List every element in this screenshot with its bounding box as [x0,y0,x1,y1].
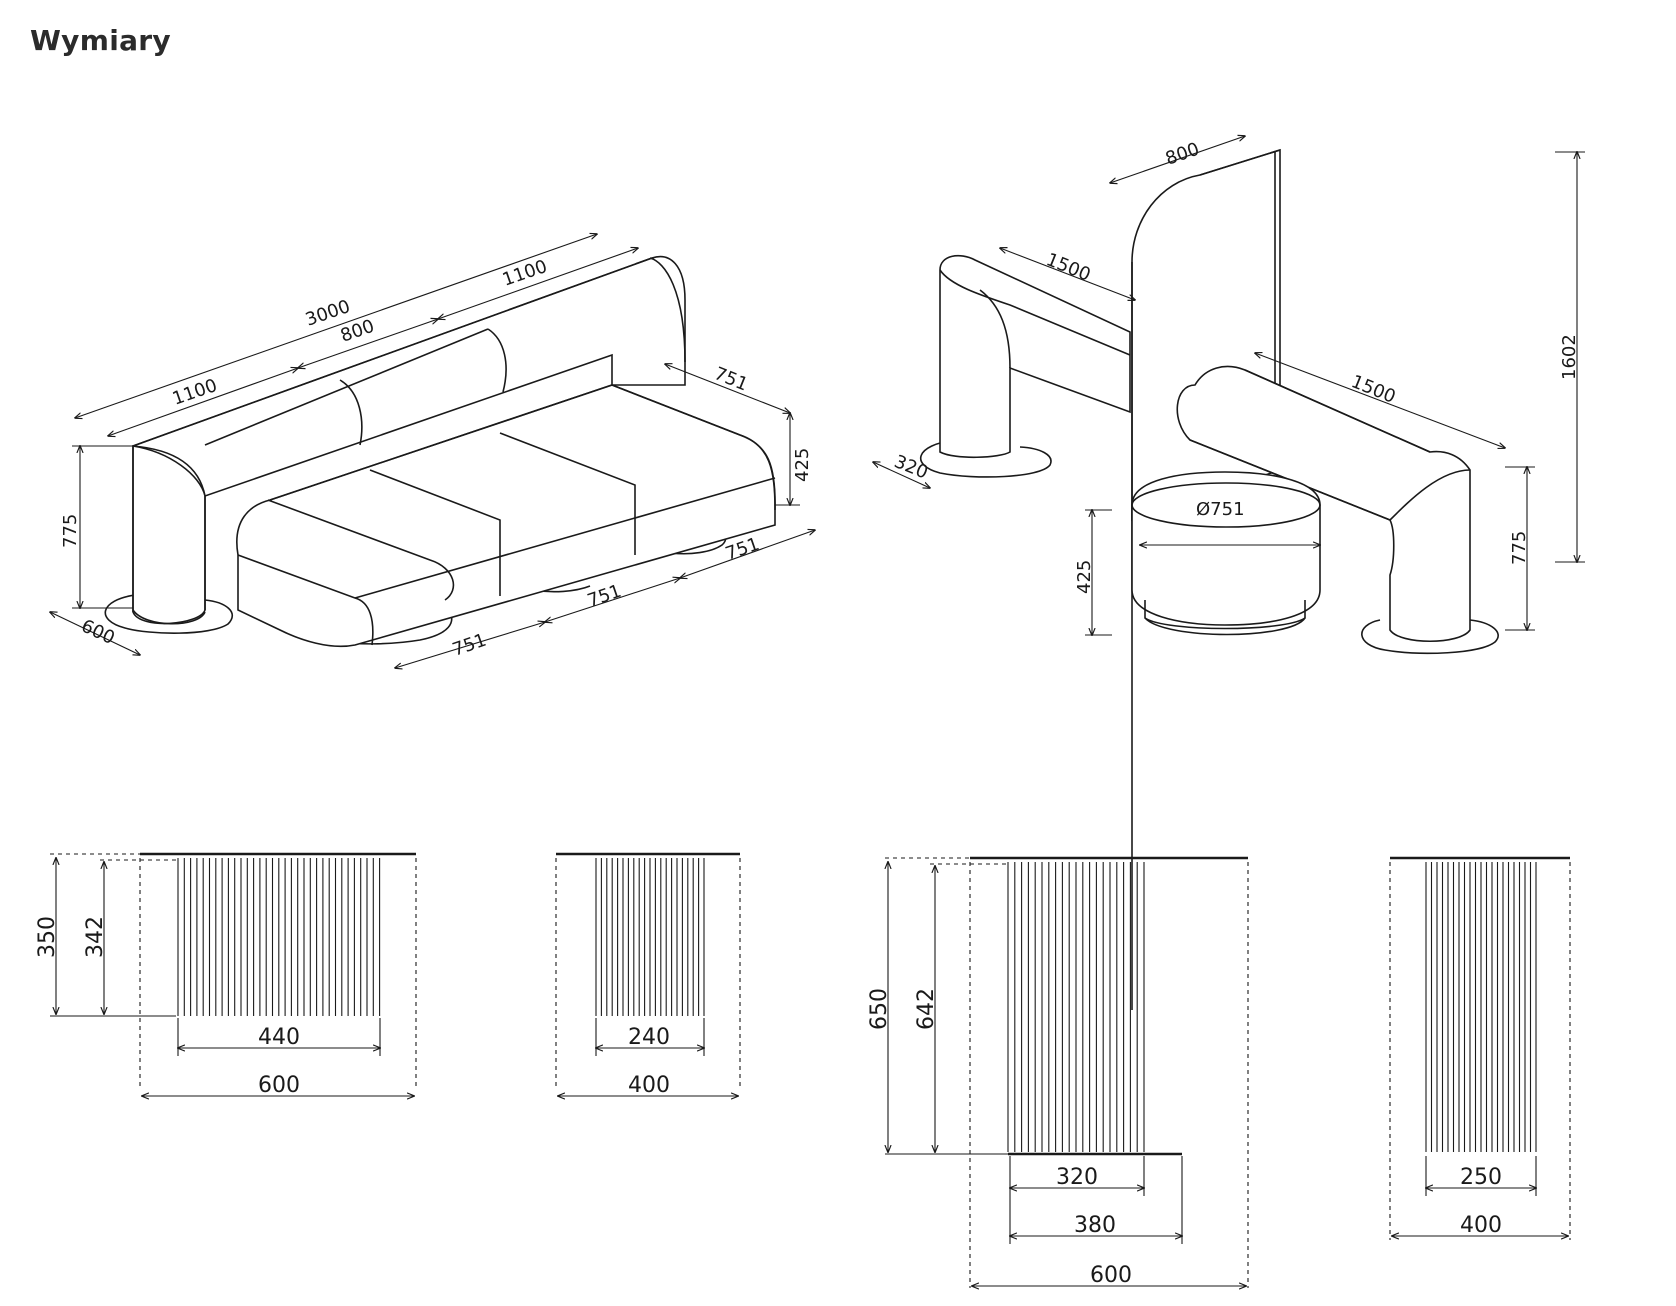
side-view-4: 250 400 [1389,856,1571,1240]
dim-600-a: 600 [258,1073,300,1098]
dim-751-module-2: 751 [585,581,624,612]
corner-right-arm [1176,365,1471,643]
seat-split-1 [369,469,501,596]
dim-240: 240 [628,1025,670,1050]
dim-600: 600 [78,615,118,649]
side-view-4-legs [1425,862,1537,1152]
dim-1100-right: 1100 [500,256,550,291]
dim-250: 250 [1460,1165,1502,1190]
dim-1500-right: 1500 [1348,371,1398,408]
sofa-dimension-labels: 3000 1100 800 1100 775 600 751 425 751 7… [60,256,813,661]
side-view-1: 350 342 440 600 [35,852,417,1098]
dim-380: 380 [1074,1213,1116,1238]
dim-751-depth: 751 [711,363,751,395]
dim-642: 642 [914,988,939,1030]
dim-400-b: 400 [1460,1213,1502,1238]
corner-left-arm [939,254,1131,459]
seat-split-2 [499,432,636,555]
dim-1602: 1602 [1559,334,1580,380]
dim-400-a: 400 [628,1073,670,1098]
corner-dimension-lines [873,136,1585,635]
dim-350: 350 [35,916,60,958]
dim-800-panel: 800 [1163,139,1202,170]
side-view-3-legs [1007,862,1145,1152]
dim-775-arm: 775 [1509,531,1530,565]
dim-1500-left: 1500 [1043,249,1093,286]
side-view-1-legs [177,858,381,1016]
side-view-2-legs [595,858,705,1016]
sofa-isometric [104,255,776,648]
dim-650: 650 [867,988,892,1030]
dim-751-module-1: 751 [450,630,489,661]
corner-unit-isometric [920,148,1499,1010]
page-title: Wymiary [30,24,171,57]
dim-600-b: 600 [1090,1263,1132,1288]
dim-320-leg: 320 [1056,1165,1098,1190]
dim-320: 320 [891,451,931,483]
sofa-dimension-lines [50,234,815,668]
dim-425-stool: 425 [1074,560,1095,594]
dim-775: 775 [60,514,81,548]
dim-440: 440 [258,1025,300,1050]
dim-425: 425 [792,448,813,482]
side-view-3: 650 642 320 380 600 [867,856,1249,1288]
side-view-2: 240 400 [555,852,741,1098]
corner-stool [1131,471,1321,626]
dim-diameter-751: Ø751 [1196,499,1245,520]
dim-342: 342 [83,916,108,958]
